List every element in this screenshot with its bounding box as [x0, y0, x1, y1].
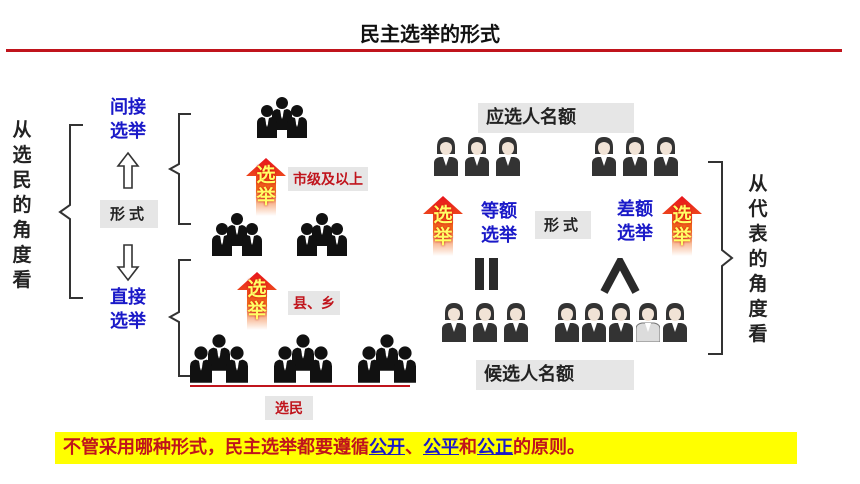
equal-candidates-people-icon — [442, 303, 528, 342]
right-brace — [708, 161, 734, 355]
indirect-election-label: 间接选举 — [110, 97, 146, 142]
left-inner-braces — [167, 113, 191, 377]
competitive-election-arrow-icon: 选举 — [662, 196, 702, 256]
hollow-up-arrow-icon — [116, 151, 140, 189]
equal-seats-people-icon — [434, 137, 520, 176]
equals-sign-icon — [473, 258, 503, 292]
direct-election-label: 直接选举 — [110, 287, 146, 332]
competitive-candidates-people-icon — [555, 302, 687, 342]
voters-badge: 选民 — [265, 396, 313, 420]
candidates-label: 候选人名额 — [476, 360, 634, 390]
lower-election-arrow-icon: 选举 — [237, 272, 277, 330]
title-underline — [6, 49, 842, 52]
left-side-label: 从选民的角度看 — [12, 119, 32, 291]
left-outer-brace — [58, 124, 83, 299]
principle-banner: 不管采用哪种形式，民主选举都要遵循公开、公平和公正的原则。 — [55, 432, 797, 464]
greater-than-sign-icon — [600, 258, 640, 294]
word-openness: 公开 — [369, 437, 405, 458]
voters-group-3-icon — [358, 334, 416, 383]
voters-baseline — [190, 385, 410, 387]
upper-level-badge: 市级及以上 — [288, 167, 368, 191]
county-level-badge: 县、乡 — [288, 291, 340, 315]
banner-separator-2: 和 — [459, 437, 477, 458]
banner-separator-1: 、 — [405, 437, 423, 458]
competitive-election-label: 差额选举 — [617, 199, 653, 244]
competitive-seats-people-icon — [592, 137, 678, 176]
right-form-label: 形式 — [535, 211, 591, 239]
upper-election-arrow-icon: 选举 — [246, 158, 286, 216]
seats-label: 应选人名额 — [478, 103, 634, 133]
banner-text-end: 的原则。 — [513, 437, 585, 458]
equal-election-label: 等额选举 — [481, 201, 517, 246]
top-level-people-icon — [257, 97, 307, 138]
right-side-label: 从代表的角度看 — [748, 173, 768, 345]
equal-election-arrow-icon: 选举 — [423, 196, 463, 256]
word-equality: 公平 — [423, 437, 459, 458]
voters-group-1-icon — [190, 334, 248, 383]
hollow-down-arrow-icon — [116, 244, 140, 282]
word-justice: 公正 — [477, 437, 513, 458]
mid-people-group-left-icon — [212, 213, 262, 256]
banner-text-start: 不管采用哪种形式，民主选举都要遵循 — [63, 437, 369, 458]
left-form-label: 形式 — [100, 200, 158, 228]
voters-group-2-icon — [274, 334, 332, 383]
mid-people-group-right-icon — [297, 213, 347, 256]
page-title: 民主选举的形式 — [360, 22, 500, 46]
